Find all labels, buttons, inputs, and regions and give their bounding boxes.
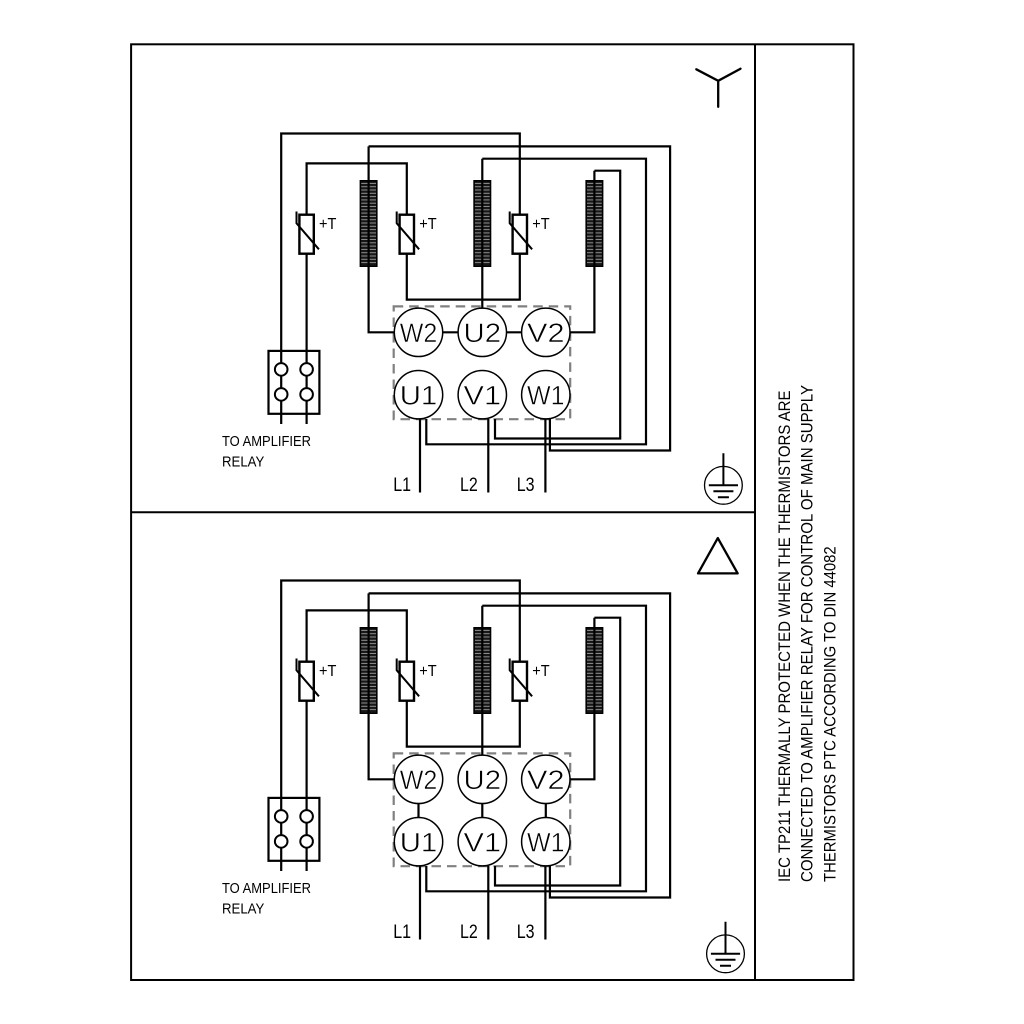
svg-text:THERMISTORS PTC ACCORDING TO D: THERMISTORS PTC ACCORDING TO DIN 44082 [821,546,839,882]
svg-text:CONNECTED TO AMPLIFIER RELAY F: CONNECTED TO AMPLIFIER RELAY FOR CONTROL… [799,385,817,882]
svg-text:IEC TP211 THERMALLY PROTECTED: IEC TP211 THERMALLY PROTECTED WHEN THE T… [776,391,794,883]
